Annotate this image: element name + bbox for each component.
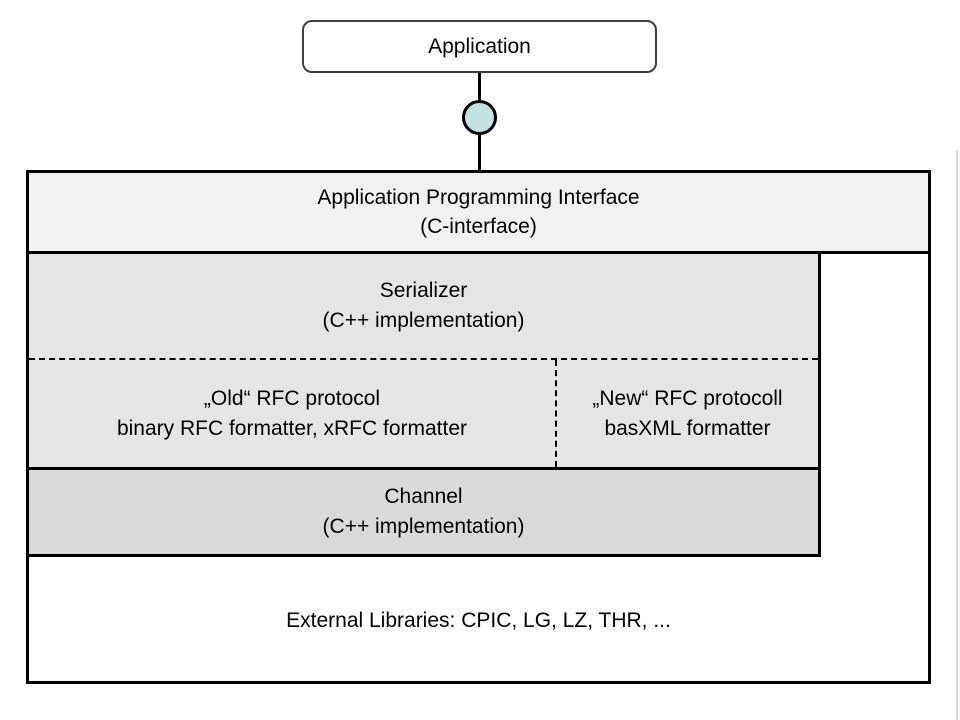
new-rfc-protocol-line1: „New“ RFC protocoll [592, 386, 783, 410]
old-rfc-protocol-line1: „Old“ RFC protocol [203, 386, 381, 410]
external-libraries-label: External Libraries: CPIC, LG, LZ, THR, .… [286, 609, 671, 632]
serializer-box: Serializer (C++ implementation) [29, 254, 818, 360]
api-label-line1: Application Programming Interface [317, 186, 640, 209]
new-rfc-protocol-cell: „New“ RFC protocoll basXML formatter [555, 360, 818, 467]
serializer-label-line1: Serializer [379, 279, 468, 302]
old-rfc-protocol-cell: „Old“ RFC protocol binary RFC formatter,… [29, 360, 555, 467]
application-label: Application [428, 34, 531, 58]
serializer-label-line2: (C++ implementation) [322, 309, 525, 332]
interface-lollipop-icon [462, 100, 497, 135]
api-label-line2: (C-interface) [420, 215, 537, 238]
channel-label-line2: (C++ implementation) [322, 515, 525, 538]
channel-label-line1: Channel [384, 485, 463, 508]
serializer-protocol-channel-stack: Serializer (C++ implementation) „Old“ RF… [26, 251, 821, 557]
protocol-row: „Old“ RFC protocol binary RFC formatter,… [29, 360, 818, 467]
slide-right-edge [956, 150, 958, 720]
channel-box: Channel (C++ implementation) [29, 467, 818, 554]
api-box: Application Programming Interface (C-int… [26, 170, 931, 254]
application-box: Application [302, 20, 657, 73]
old-rfc-protocol-line2: binary RFC formatter, xRFC formatter [116, 416, 468, 440]
new-rfc-protocol-line2: basXML formatter [604, 416, 771, 440]
